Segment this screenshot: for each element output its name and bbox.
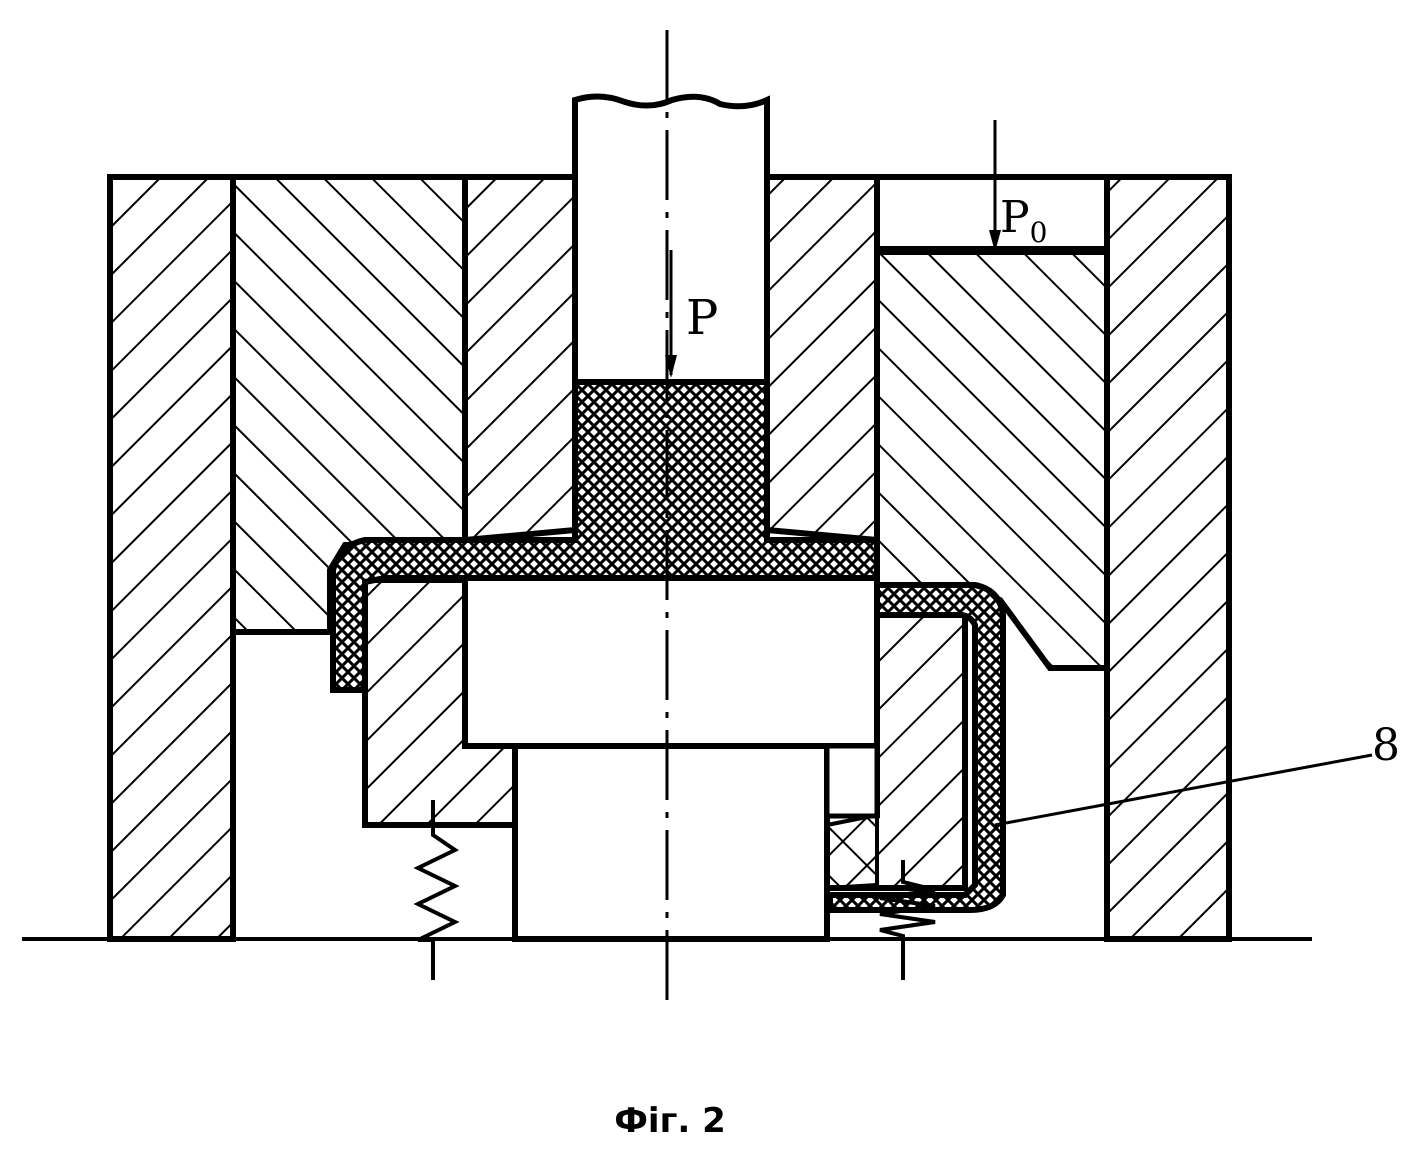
workpiece-blank [330,379,880,693]
part-number-label: 8 [1372,720,1400,771]
left-outer-wall [107,174,236,942]
ejector-block [512,743,830,942]
pressure-arrowhead [989,230,1001,252]
right-lower-wedge [825,812,879,891]
right-spring [879,860,936,980]
punch-rod [572,93,770,385]
left-spring [413,800,460,980]
left-punch-guide [462,174,578,544]
right-outer-wall [1104,174,1232,942]
figure-caption: Фіг. 2 [614,1101,726,1141]
central-mandrel [462,575,880,749]
pressure-label: P0 [1000,192,1047,249]
part-8-leader [994,753,1373,827]
force-label: P [686,290,718,346]
right-punch-guide [764,174,880,544]
force-arrowhead [665,355,677,378]
gap-block [824,743,880,819]
formed-flange [827,582,1006,913]
